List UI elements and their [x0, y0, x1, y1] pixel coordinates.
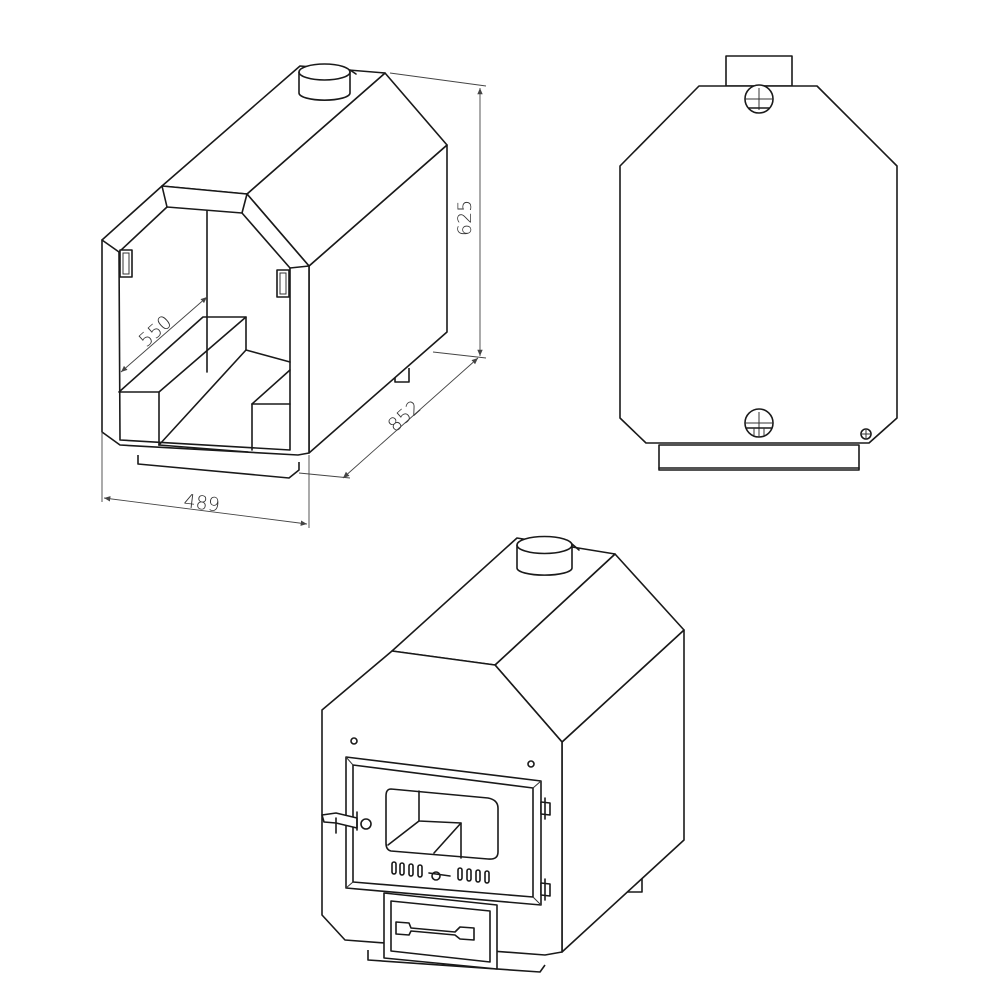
door-latch-icon[interactable]	[321, 811, 372, 834]
rear-outlet-top-icon	[744, 84, 774, 114]
iso-front-view	[321, 535, 685, 973]
air-vent-knob-icon[interactable]	[428, 871, 451, 881]
rear-outlet-bottom-icon	[744, 408, 774, 438]
air-vent-left-icon	[391, 861, 423, 878]
width-dimension-label: 489	[182, 490, 221, 516]
flue-stub	[725, 55, 793, 87]
ash-drawer-handle[interactable]	[395, 921, 475, 941]
depth-dimension-label: 852	[384, 396, 426, 437]
inner-depth-dimension-line	[120, 296, 208, 373]
rear-elevation-view	[619, 55, 898, 471]
air-slot-left	[119, 249, 133, 278]
drain-plug-icon	[860, 428, 872, 440]
viewing-window	[385, 788, 499, 860]
bolt-icon	[350, 737, 358, 745]
depth-dimension-line	[342, 357, 479, 479]
base-plate	[658, 444, 860, 471]
rear-panel	[619, 85, 898, 444]
base-skid	[137, 455, 300, 479]
width-dimension-line	[103, 496, 308, 526]
iso-cutaway-view: 625 550 852 489	[101, 63, 487, 528]
air-slot-right	[276, 269, 290, 298]
air-vent-right-icon	[457, 867, 490, 884]
door-hinge-top-icon	[540, 797, 551, 820]
height-dimension-label: 625	[454, 200, 476, 236]
bolt-icon	[527, 760, 535, 768]
door-hinge-bottom-icon	[540, 878, 551, 901]
